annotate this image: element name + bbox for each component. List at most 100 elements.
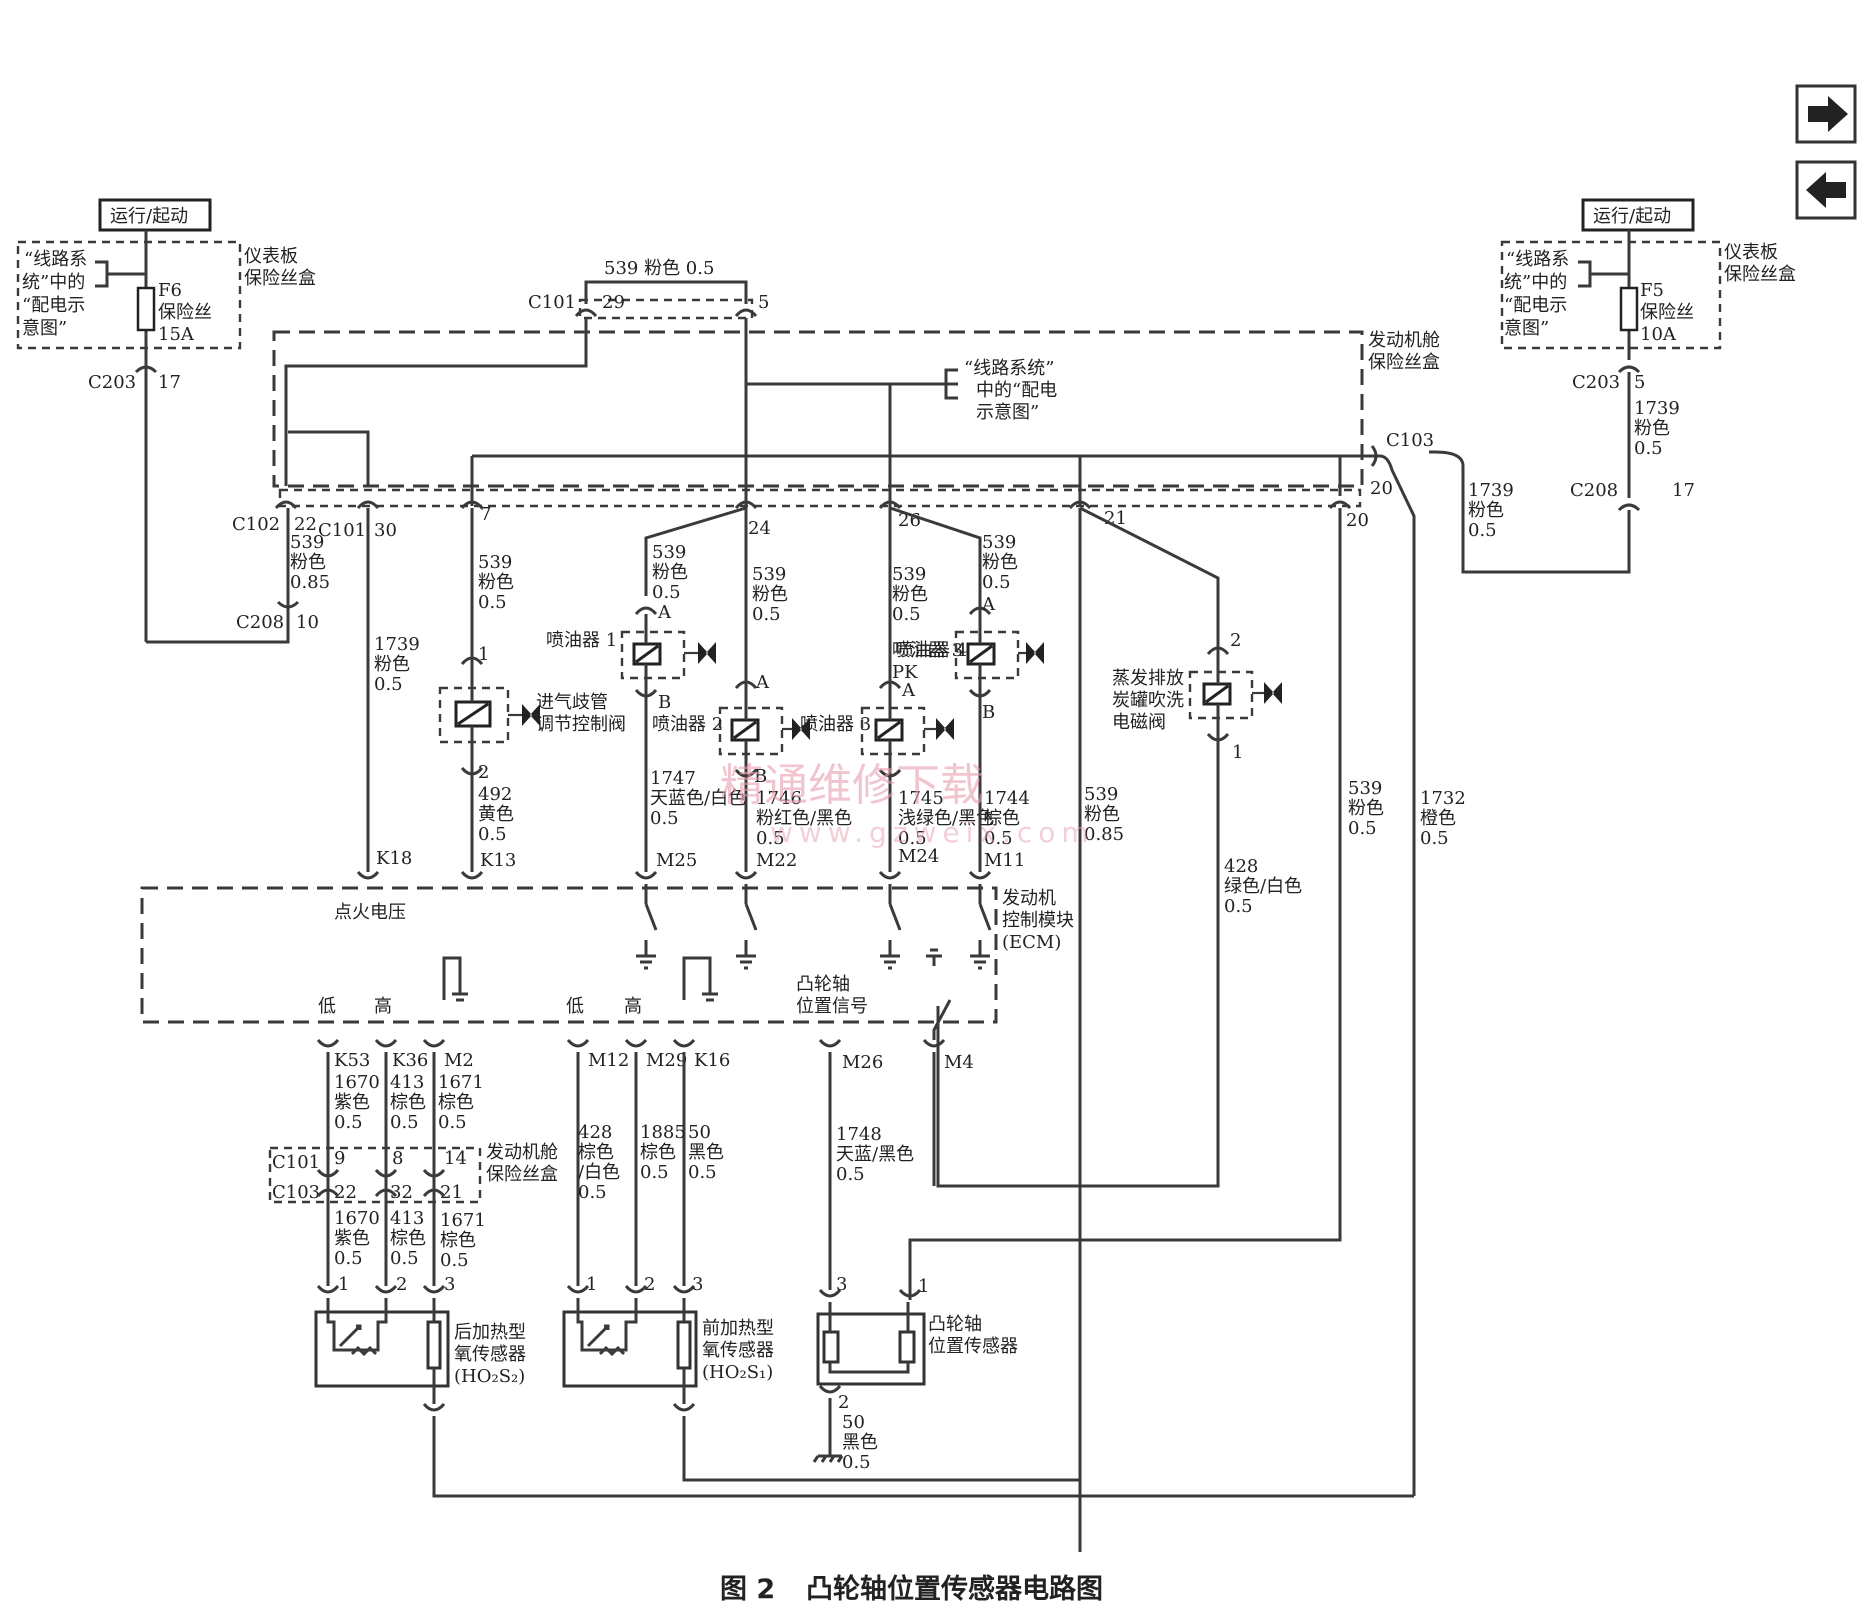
pin-label: K16 [694, 1050, 730, 1071]
wire-label: 1670 [334, 1208, 380, 1229]
wire-label: 粉色 [1634, 418, 1670, 439]
run-start-box-right [1581, 198, 1695, 232]
ecm-label: 发动机 [1002, 888, 1056, 909]
component-label: 后加热型 [454, 1322, 526, 1343]
pin-label: 2 [1230, 630, 1241, 651]
pin-label: 21 [440, 1182, 463, 1203]
box-label: 发动机舱 [1368, 330, 1440, 351]
ref-text: “线路系统” [964, 358, 1054, 379]
wire-label: 黑色 [842, 1432, 878, 1453]
wire-label: 0.5 [1348, 818, 1377, 839]
pin-label: 3 [836, 1274, 847, 1295]
run-start-label-right: 运行/起动 [1593, 206, 1671, 227]
injector-3-box [860, 706, 926, 756]
pin-label: B [754, 766, 767, 787]
wire-label: 1732 [1420, 788, 1466, 809]
wire-label: 0.5 [650, 808, 679, 829]
watermark-url: www.gzweix.com [770, 816, 1095, 849]
pin-label: M22 [756, 850, 797, 871]
box-label: 仪表板 [1724, 242, 1778, 263]
pin-label: 5 [1634, 372, 1645, 393]
wire-label: 0.85 [290, 572, 330, 593]
figure-number: 图 2 [720, 1574, 775, 1605]
ref-text: 意图” [1504, 318, 1549, 339]
wire-label: 粉色 [652, 562, 688, 583]
ecm-label: 低 [566, 996, 584, 1017]
ref-text: 示意图” [976, 402, 1039, 423]
left-arrow-icon [1806, 172, 1846, 208]
fuse-label: 15A [158, 324, 195, 345]
evap-solenoid-box [1188, 670, 1254, 720]
pin-label: B [658, 692, 671, 713]
component-label: 喷油器 1 [546, 630, 617, 651]
pin-label: 2 [478, 762, 489, 783]
box-label: 仪表板 [244, 246, 298, 267]
injector-2-box [718, 706, 784, 756]
wire-label: 1748 [836, 1124, 882, 1145]
wire-label: 1671 [440, 1210, 486, 1231]
pin-label: M24 [898, 846, 939, 867]
wire-label: 粉色 [982, 552, 1018, 573]
wire-label: 0.5 [440, 1250, 469, 1271]
ip-fuse-box-right [1500, 240, 1722, 350]
pin-label: 22 [294, 514, 317, 535]
injector-4-box [954, 630, 1020, 680]
pin-label: M4 [944, 1052, 974, 1073]
wire-label: 428 [578, 1122, 612, 1143]
wire-label: 0.5 [1634, 438, 1663, 459]
engine-fuse-box [272, 330, 1364, 488]
wire-label: /白色 [578, 1162, 620, 1183]
wire-label: 浅绿色/黑色 [898, 808, 994, 829]
wire-label: 539 [892, 564, 926, 585]
component-label: 喷油器 3 [800, 714, 871, 735]
pin-label: 17 [158, 372, 181, 393]
ref-text: 中的“配电 [976, 380, 1057, 401]
ref-text: “配电示 [1504, 295, 1567, 316]
box-label: 发动机舱 [486, 1142, 558, 1163]
wire-label: 粉色 [290, 552, 326, 573]
wire-label: 棕色 [440, 1230, 476, 1251]
pin-label: M12 [588, 1050, 629, 1071]
wire-label: 492 [478, 784, 512, 805]
pin-label: 3 [444, 1274, 455, 1295]
ground-icon [812, 1454, 844, 1463]
wire-label: 1746 [756, 788, 802, 809]
right-arrow-icon [1808, 96, 1848, 132]
pin-label: A [657, 602, 672, 623]
wire-label: 50 [688, 1122, 711, 1143]
wire-label: 539 [1348, 778, 1382, 799]
wire-label: 橙色 [1420, 808, 1456, 829]
wire-label: 0.5 [578, 1182, 607, 1203]
forward-button[interactable] [1795, 84, 1857, 144]
fuse-f5 [1619, 286, 1639, 332]
pin-label: 17 [1672, 480, 1695, 501]
pin-label: 1 [918, 1276, 929, 1297]
wire-label: 1885 [640, 1122, 686, 1143]
connector-label: C103 [272, 1182, 320, 1203]
box-label: 保险丝盒 [1724, 264, 1796, 285]
pin-label: 20 [1370, 478, 1393, 499]
component-label: 凸轮轴 [928, 1314, 982, 1335]
pin-label: 3 [692, 1274, 703, 1295]
ecm-label: (ECM) [1002, 932, 1061, 953]
pin-label: 14 [444, 1148, 467, 1169]
pin-label: 1 [478, 644, 489, 665]
ecm-label: 凸轮轴 [796, 974, 850, 995]
wire-label: 粉色 [1468, 500, 1504, 521]
wire-label: 539 [752, 564, 786, 585]
pin-label: 1 [586, 1274, 597, 1295]
wire-label: 0.5 [756, 828, 785, 849]
component-label: 氧传感器 [702, 1340, 774, 1361]
run-start-label-left: 运行/起动 [110, 206, 188, 227]
pin-label: M26 [842, 1052, 883, 1073]
wire-label: 棕色 [438, 1092, 474, 1113]
component-label: 调节控制阀 [536, 714, 626, 735]
c101-c103-block [268, 1146, 482, 1204]
wire-label: 0.5 [390, 1248, 419, 1269]
component-label: (HO₂S₂) [454, 1366, 525, 1387]
pin-label: 22 [334, 1182, 357, 1203]
wire-label: 粉色 [752, 584, 788, 605]
wire-label: 0.5 [652, 582, 681, 603]
back-button[interactable] [1795, 160, 1857, 220]
pin-label: M11 [984, 850, 1025, 871]
